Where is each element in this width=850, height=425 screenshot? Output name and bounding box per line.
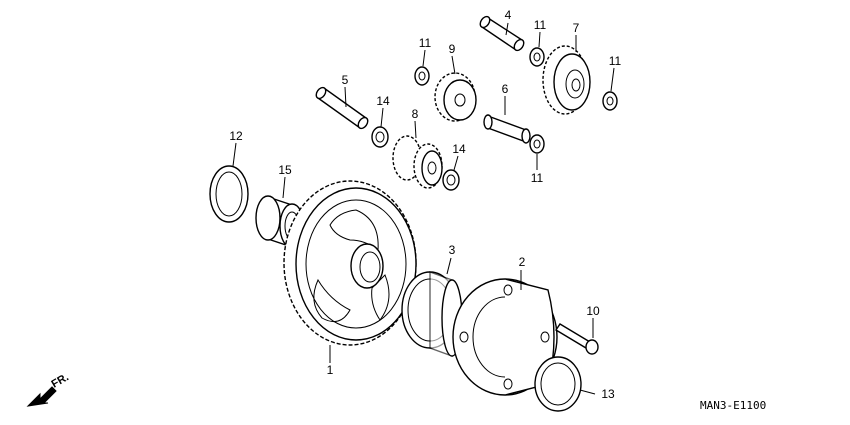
callout-2: 2 [519,255,526,269]
washer-11-a [414,66,430,86]
diagram-code: MAN3-E1100 [700,399,766,412]
part-9-gear [434,72,477,122]
part-13-ring [534,356,582,412]
callout-13: 13 [601,387,615,401]
washer-14-a [371,126,389,148]
leader-lines [232,22,615,395]
callout-8: 8 [412,107,419,121]
part-12-ring [209,165,249,223]
callout-10: 10 [586,304,600,318]
part-7-gear [542,45,591,115]
callout-labels: 1 2 3 4 5 6 7 8 9 10 11 11 11 11 12 13 1… [229,8,621,401]
part-4-shaft [479,15,525,52]
callout-3: 3 [449,243,456,257]
callout-9: 9 [449,42,456,56]
washer-14-b [442,169,460,191]
callout-14-a: 14 [376,94,390,108]
callout-11-d: 11 [531,171,544,185]
part-5-shaft [315,86,369,130]
part-6-shaft [483,114,531,144]
callout-11-b: 11 [534,18,547,32]
part-1-large-gear [283,180,417,346]
callout-7: 7 [573,21,580,35]
callout-5: 5 [342,73,349,87]
front-direction-arrow: FR. [26,371,71,407]
callout-12: 12 [229,129,243,143]
callout-15: 15 [278,163,292,177]
washer-11-b [529,47,545,67]
part-3-one-way-clutch [401,271,463,357]
callout-14-b: 14 [452,142,466,156]
callout-6: 6 [502,82,509,96]
callout-11-a: 11 [419,36,432,50]
callout-11-c: 11 [609,54,622,68]
callout-4: 4 [505,8,512,22]
part-8-gear [392,135,443,189]
front-label: FR. [50,371,71,390]
callout-1: 1 [327,363,334,377]
washer-11-d [529,134,545,154]
washer-11-c [602,91,618,111]
part-10-bolt [555,323,599,355]
